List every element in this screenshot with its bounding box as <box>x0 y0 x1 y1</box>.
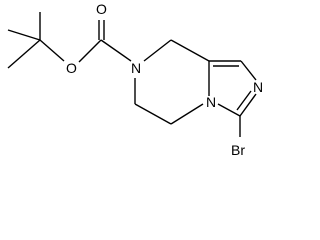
tert-butyl-group <box>7 12 65 69</box>
piperazine-ring <box>134 39 210 125</box>
chemical-structure: O O N N N Br <box>7 1 263 158</box>
bond-c3-n4 <box>217 103 241 117</box>
carbamate-group <box>78 20 132 63</box>
bridgehead-nitrogen-label: N <box>206 94 216 110</box>
bond-c1-n2 <box>240 60 257 81</box>
bond-n4-ch2 <box>170 103 204 125</box>
bond-methyl-left <box>7 29 41 41</box>
bond-n2-c3-single <box>239 93 257 117</box>
bond-methyl-lower-left <box>7 39 41 69</box>
bond-quaternary-carbon-oxygen <box>39 39 65 62</box>
carbonyl-oxygen-label: O <box>96 1 107 17</box>
bond-n-ch2-upper <box>143 39 172 62</box>
bond-carbonyl-nitrogen <box>100 39 132 62</box>
imidazole-nitrogen-label: N <box>253 79 263 95</box>
imidazole-ring <box>209 60 257 137</box>
bond-ester-oxygen-carbonyl <box>78 39 102 63</box>
bond-ch2-c8a <box>170 39 210 62</box>
bond-n2-c3-double <box>236 90 252 111</box>
ester-oxygen-label: O <box>66 60 77 76</box>
bromine-label: Br <box>231 142 245 158</box>
bond-ch2-ch2 <box>134 103 172 125</box>
ring-nitrogen-label: N <box>131 60 141 76</box>
